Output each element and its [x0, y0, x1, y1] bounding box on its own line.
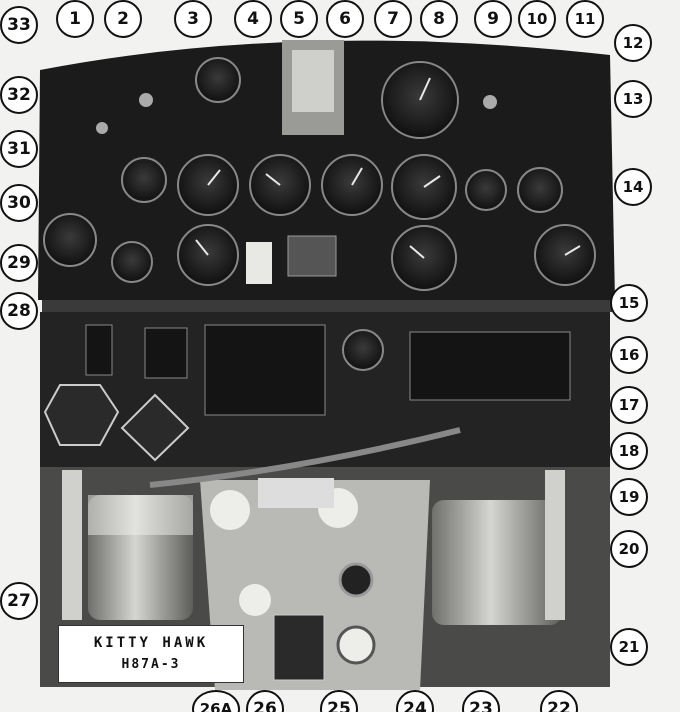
callout-15: 15: [610, 284, 648, 322]
callout-2: 2: [104, 0, 142, 38]
callout-30: 30: [0, 184, 38, 222]
caption-title: KITTY HAWK: [93, 635, 209, 651]
callout-20: 20: [610, 530, 648, 568]
callout-1: 1: [56, 0, 94, 38]
callout-12: 12: [614, 24, 652, 62]
callout-26: 26: [246, 690, 284, 712]
callout-5: 5: [280, 0, 318, 38]
callout-14: 14: [614, 168, 652, 206]
callout-18: 18: [610, 432, 648, 470]
callout-28: 28: [0, 292, 38, 330]
callout-24: 24: [396, 690, 434, 712]
callout-9: 9: [474, 0, 512, 38]
callout-10: 10: [518, 0, 556, 38]
callout-3: 3: [174, 0, 212, 38]
callout-27: 27: [0, 582, 38, 620]
callout-21: 21: [610, 628, 648, 666]
callout-16: 16: [610, 336, 648, 374]
photo-caption: KITTY HAWK H87A-3: [58, 625, 244, 683]
callout-8: 8: [420, 0, 458, 38]
callout-11: 11: [566, 0, 604, 38]
callout-19: 19: [610, 478, 648, 516]
callout-13: 13: [614, 80, 652, 118]
callout-29: 29: [0, 244, 38, 282]
callout-32: 32: [0, 76, 38, 114]
callout-31: 31: [0, 130, 38, 168]
callout-4: 4: [234, 0, 272, 38]
callout-6: 6: [326, 0, 364, 38]
callout-17: 17: [610, 386, 648, 424]
callout-7: 7: [374, 0, 412, 38]
callout-33: 33: [0, 6, 38, 44]
caption-subtitle: H87A-3: [121, 657, 181, 672]
